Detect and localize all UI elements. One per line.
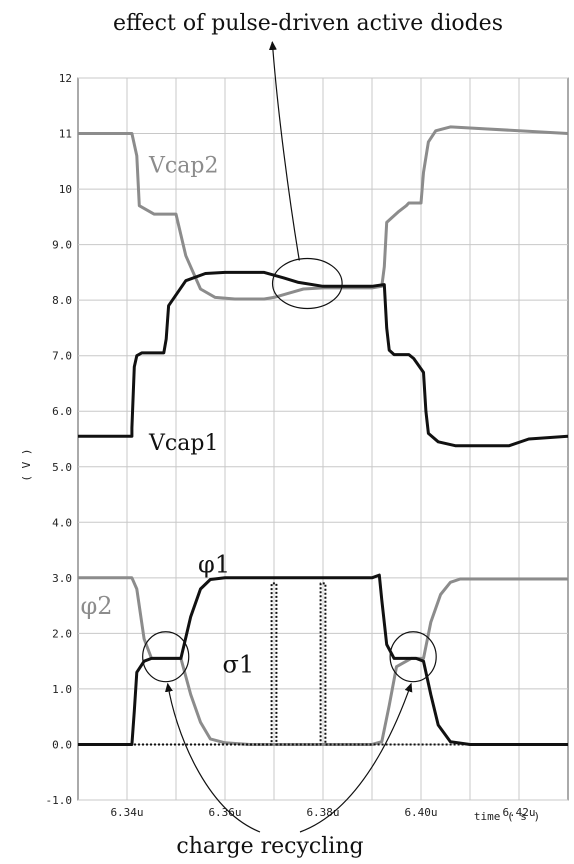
series-label-Vcap1: Vcap1: [148, 431, 218, 456]
y-tick-label: 8.0: [52, 294, 72, 307]
x-tick-label: 6.34u: [110, 806, 143, 819]
annotations: effect of pulse-driven active diodes cha…: [20, 11, 540, 859]
series-label-φ2: φ2: [80, 592, 112, 620]
y-tick-label: -1.0: [46, 794, 73, 807]
highlight-ellipse: [142, 631, 190, 683]
y-tick-label: 11: [59, 128, 72, 141]
y-tick-label: 4.0: [52, 516, 72, 529]
grid: [77, 77, 569, 801]
annotation-pulse-driven-diodes: effect of pulse-driven active diodes: [113, 11, 503, 36]
annotation-charge-recycling: charge recycling: [176, 834, 363, 859]
y-tick-label: 5.0: [52, 461, 72, 474]
y-tick-label: 0.0: [52, 738, 72, 751]
x-axis-label: time ( s ): [474, 810, 540, 823]
y-tick-label: 6.0: [52, 405, 72, 418]
series-label-Vcap2: Vcap2: [148, 153, 218, 178]
series-line-Vcap2: [78, 125, 569, 301]
y-tick-label: 3.0: [52, 572, 72, 585]
y-tick-label: 7.0: [52, 350, 72, 363]
series-label-σ1: σ1: [223, 650, 255, 678]
series-label-φ1: φ1: [198, 550, 230, 578]
y-tick-label: 10: [59, 183, 72, 196]
y-tick-label: 2.0: [52, 627, 72, 640]
y-tick-label: 12: [59, 72, 72, 85]
series-lines: [78, 125, 569, 746]
highlight-ellipse: [389, 631, 437, 683]
x-tick-label: 6.42u: [502, 806, 535, 819]
x-tick-label: 6.40u: [404, 806, 437, 819]
arrow-to-right-ellipse: [299, 682, 413, 833]
arrow-to-top-annotation: [268, 41, 300, 261]
y-axis-label: ( V ): [20, 448, 33, 481]
y-tick-label: 1.0: [52, 683, 72, 696]
arrow-to-left-ellipse: [165, 682, 261, 833]
series-line-φ1: [78, 573, 568, 746]
y-tick-label: 9.0: [52, 239, 72, 252]
y-tick-labels: -1.0 0.0 1.0 2.0 3.0 4.0 5.0 6.0 7.0 8.0 9.0 10 11 12: [46, 72, 73, 807]
series-line-Vcap1: [78, 270, 569, 448]
highlight-ellipse: [271, 257, 343, 310]
x-tick-label: 6.38u: [306, 806, 339, 819]
